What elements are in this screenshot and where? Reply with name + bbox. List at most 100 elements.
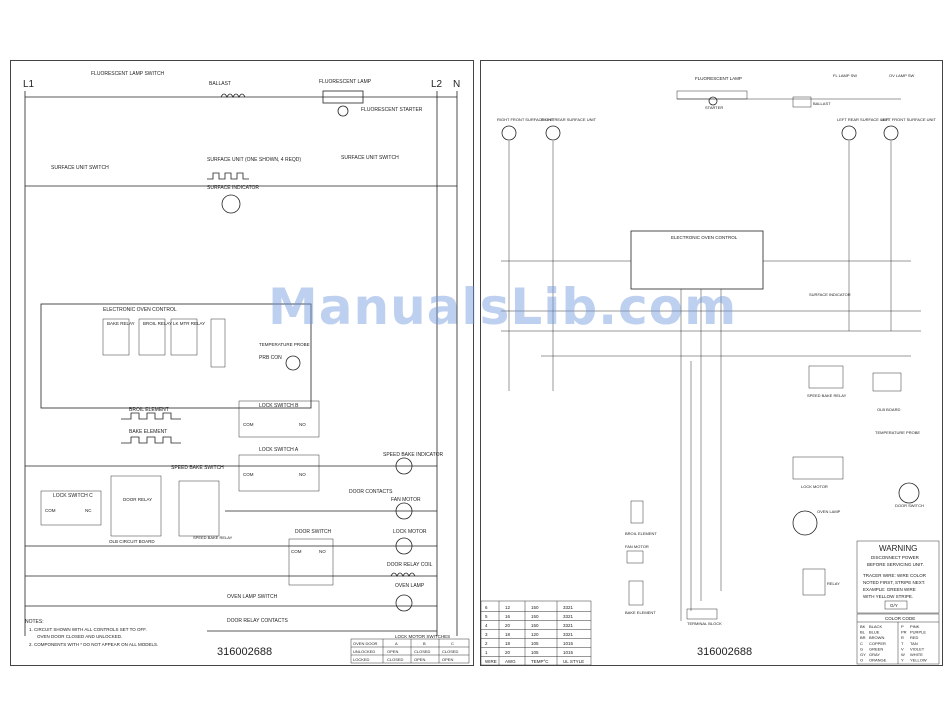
bake-element-label: BAKE ELEMENT [129,429,167,435]
warning-example: G/Y [890,603,898,608]
color-code-cell: GREEN [869,646,883,651]
r-right-rear-label: RIGHT REAR SURFACE UNIT [541,117,597,122]
door-switch-box [288,538,334,586]
r-ballast-label: BALLAST [813,101,831,106]
oven-lamp-switch-label: OVEN LAMP SWITCH [227,594,278,600]
broil-element-symbol [121,412,181,420]
color-code-cell: RED [910,635,919,640]
color-code-cell: GY [860,652,866,657]
prb-con-label: PRB CON [259,355,282,361]
lock-table-r1c3: OPEN [442,657,453,662]
color-code-cell: COPPER [869,641,886,646]
lock-motor-label: LOCK MOTOR [393,529,427,535]
r-terminal-block-label: TERMINAL BLOCK [687,621,722,626]
wire-table-cell: 150 [531,623,539,628]
wire-table-cell: 120 [531,632,539,637]
fl-lamp-switch-label: FLUORESCENT LAMP SWITCH [91,71,165,77]
wire-table-cell: 5 [485,614,488,619]
lock-table-title: LOCK MOTOR SWITCHES [395,634,450,639]
lsb-no: NO [299,422,306,427]
color-code-cell: PINK [910,624,920,629]
wire-table-cell: 18 [505,632,511,637]
warning-line4: NOTED FIRST, STRIPE NEXT. [863,580,925,585]
color-code-table: COLOR CODE [856,613,940,665]
note-2: 2. COMPONENTS WITH * DO NOT APPEAR ON AL… [29,642,158,647]
r-surface-indicator-label: SURFACE INDICATOR [809,292,851,297]
warning-line6: WITH YELLOW STRIPE. [863,594,913,599]
r-starter-symbol [708,96,718,106]
r-starter-label: STARTER [705,105,723,110]
notes-title: NOTES: [25,619,44,625]
wire-table-header-cell: AWG [505,659,516,664]
broil-relay-label: BROIL RELAY [143,321,172,326]
speed-bake-relay-label: SPEED BAKE RELAY [193,535,233,540]
color-code-cell: GRAY [869,652,880,657]
bake-relay-label: BAKE RELAY [107,321,135,326]
warning-line1: DISCONNECT POWER [871,555,920,560]
left-doc-number: 316002688 [217,646,273,658]
r-fl-lamp-sw-label: FL LAMP SW [833,73,857,78]
r-fan-motor-label: FAN MOTOR [625,544,649,549]
warning-line2: BEFORE SERVICING UNIT. [867,562,924,567]
eoc-connector [210,318,226,368]
r-eoc-label: ELECTRONIC OVEN CONTROL [671,235,738,240]
color-code-cell: P [901,624,904,629]
lock-table-h0: OVEN DOOR [353,641,378,646]
speed-bake-switch-label: SPEED BAKE SWITCH [171,465,224,471]
wire-table-cell: 18 [505,641,511,646]
wire-table-header-cell: WIRE [485,659,497,664]
color-code-cell: BR [860,635,866,640]
lock-switch-b-box [238,400,320,438]
color-code-cell: BROWN [869,635,884,640]
color-code-cell: W [901,652,905,657]
wiring-sheet: FLUORESCENT LAMP STARTER BALLAST FL LAMP… [480,60,943,666]
r-fl-lamp-tube [676,90,748,100]
color-code-cell: T [901,641,904,646]
lock-table-h1: A [395,641,398,646]
r-door-switch-symbol [898,482,920,504]
wire-table-cell: 105 [531,641,539,646]
surface-indicator-lamp [221,194,241,214]
eoc-box [40,303,312,409]
color-code-cell: O [860,658,863,663]
r-olb-board-box [872,372,902,392]
color-code-cell: BLUE [869,630,880,635]
lk-mtr-relay-label: LK MTR RELAY [173,321,205,326]
wire-table-cell: 2 [485,641,488,646]
wire-table-cell: 6 [485,605,488,610]
color-code-cell: ORANGE [869,658,887,663]
wire-table-cell: 16 [505,614,511,619]
color-code-cell: PURPLE [910,630,926,635]
door-contacts-label: DOOR CONTACTS [349,489,393,495]
r-lock-motor-label: LOCK MOTOR [801,484,828,489]
lock-switch-b-label: LOCK SWITCH B [259,403,299,409]
ds-no: NO [319,549,326,554]
r-left-front-label: LEFT FRONT SURFACE UNIT [881,117,937,122]
warning-line3: TRACER WIRE: WIRE COLOR [863,573,927,578]
r-relay-box [802,568,826,596]
r-broil-element-label: BROIL ELEMENT [625,531,657,536]
r-right-rear-unit [545,125,561,141]
color-code-cell: R [901,635,904,640]
surface-unit-element [207,172,249,180]
wire-table-cell: 20 [505,650,511,655]
wire-table-cell: 105 [531,650,539,655]
r-left-rear-unit [841,125,857,141]
right-doc-number: 316002688 [697,646,753,658]
r-door-switch-label: DOOR SWITCH [895,503,924,508]
wire-table-cell: 20 [505,623,511,628]
color-code-title: COLOR CODE [885,616,915,621]
door-relay-coil-symbol [390,572,416,577]
color-code-cell: Y [901,658,904,663]
lsa-no: NO [299,472,306,477]
wire-table-cell: 3321 [563,605,574,610]
oven-lamp-symbol [395,594,413,612]
surface-switch-right-label: SURFACE UNIT SWITCH [341,155,399,161]
color-code-cell: WHITE [910,652,923,657]
color-code-cell: G [860,646,863,651]
wire-table-cell: 1015 [563,650,574,655]
door-relay-contacts-label: DOOR RELAY CONTACTS [227,618,289,624]
r-lock-motor-box [792,456,844,480]
r-right-front-label: RIGHT FRONT SURFACE UNIT [497,117,555,122]
lock-table-r1c1: CLOSED [387,657,404,662]
